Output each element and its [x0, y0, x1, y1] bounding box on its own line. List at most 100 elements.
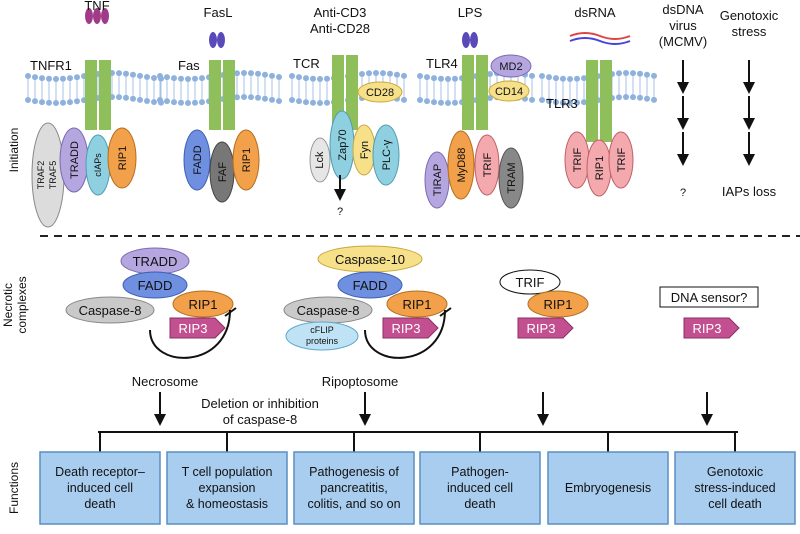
- myd88-label: MyD88: [456, 148, 468, 183]
- tlr4-label: TLR4: [426, 56, 458, 71]
- trif-label-tlr3-a: TRIF: [572, 148, 584, 173]
- dna-sensor-rip3: RIP3: [693, 321, 722, 336]
- function-box-text: Genotoxic: [707, 465, 763, 479]
- dsdna-question: ?: [680, 187, 686, 199]
- dsrna-label: dsRNA: [574, 5, 616, 20]
- fasl-column: FasL Fas FADD FAF RIP1: [178, 5, 260, 203]
- ripoptosome-label: Ripoptosome: [322, 374, 399, 389]
- trif-complex-rip3: RIP3: [527, 321, 556, 336]
- tram-label: TRAM: [506, 162, 518, 193]
- necrosome-tradd: TRADD: [133, 254, 178, 269]
- necrosome-complex: TRADD FADD Caspase-8 RIP1 RIP3 Necrosome: [65, 247, 237, 389]
- function-box-text: T cell population: [182, 465, 273, 479]
- cd28-label: CD28: [366, 87, 394, 99]
- function-boxes: Death receptor– induced cell death T cell p…: [39, 451, 796, 525]
- function-box-text: Pathogen-: [451, 465, 509, 479]
- function-box: T cell population expansion & homeostasis: [166, 451, 288, 525]
- fas-receptor: [209, 60, 221, 130]
- ripoptosome-caspase8: Caspase-8: [297, 303, 360, 318]
- dsdna-label-1: dsDNA: [662, 2, 704, 17]
- tcr-question: ?: [337, 206, 343, 218]
- anticd3-label: Anti-CD3: [314, 5, 367, 20]
- genotoxic-label-2: stress: [732, 24, 767, 39]
- lck-label: Lck: [314, 151, 326, 169]
- function-box-text: death: [464, 497, 495, 511]
- function-box-text: Death receptor–: [55, 465, 145, 479]
- tnfr1-label: TNFR1: [30, 58, 72, 73]
- function-box-bg: [419, 451, 541, 525]
- dsdna-label-2: virus: [669, 18, 697, 33]
- trif-label-tlr3-b: TRIF: [616, 148, 628, 173]
- traf2-label: TRAF2: [36, 161, 46, 190]
- zap70-label: Zap70: [337, 129, 349, 160]
- section-initiation-label: Initiation: [7, 128, 21, 173]
- tlr3-label: TLR3: [546, 96, 578, 111]
- tcr-column: Anti-CD3 Anti-CD28 TCR CD28 Lck Zap70 Fy…: [293, 5, 403, 218]
- ripoptosome-fadd: FADD: [353, 278, 388, 293]
- ciaps-label: cIAPs: [93, 153, 103, 177]
- genotoxic-column: Genotoxic stress IAPs loss: [720, 8, 779, 199]
- lps-column: LPS TLR4 MD2 CD14 TIRAP MyD88 TRIF TRAM: [424, 5, 532, 209]
- function-box-text: death: [84, 497, 115, 511]
- tlr3-receptor: [586, 60, 598, 142]
- ripoptosome-rip3: RIP3: [392, 321, 421, 336]
- function-box-text: pancreatitis,: [320, 481, 387, 495]
- faf-label: FAF: [217, 162, 229, 182]
- anticd28-label: Anti-CD28: [310, 21, 370, 36]
- necrosome-rip1: RIP1: [189, 297, 218, 312]
- necrosome-caspase8: Caspase-8: [79, 303, 142, 318]
- function-box-text: Embryogenesis: [565, 481, 651, 495]
- traf5-label: TRAF5: [48, 161, 58, 190]
- rip1-label-fas: RIP1: [241, 148, 253, 172]
- md2-label: MD2: [499, 61, 522, 73]
- rip1-label-tnf: RIP1: [117, 146, 129, 170]
- deletion-label-2: of caspase-8: [223, 412, 297, 427]
- function-box-text: expansion: [199, 481, 256, 495]
- function-box-bg: [674, 451, 796, 525]
- function-box-bg: [547, 451, 669, 525]
- function-box-bg: [293, 451, 415, 525]
- section-functions-label: Functions: [7, 462, 21, 514]
- tnfr1-receptor: [85, 60, 97, 130]
- necrosome-label: Necrosome: [132, 374, 198, 389]
- tcr-label: TCR: [293, 56, 320, 71]
- trif-complex-rip1: RIP1: [544, 297, 573, 312]
- tirap-label: TIRAP: [432, 164, 444, 196]
- iaps-loss-label: IAPs loss: [722, 184, 777, 199]
- necrosome-rip3: RIP3: [179, 321, 208, 336]
- function-box-bg: [39, 451, 161, 525]
- tnf-label: TNF: [84, 0, 109, 13]
- function-box-bg: [166, 451, 288, 525]
- dsdna-label-3: (MCMV): [659, 34, 707, 49]
- ripoptosome-cflip-1: cFLIP: [310, 325, 334, 335]
- function-box-text: colitis, and so on: [307, 497, 400, 511]
- dsrna-column: dsRNA TLR3 TRIF RIP1 TRIF: [546, 5, 634, 197]
- rip1-label-tlr3: RIP1: [594, 156, 606, 180]
- plcg-label: PLC-γ: [381, 139, 393, 170]
- function-box: Death receptor– induced cell death: [39, 451, 161, 525]
- necrosome-fadd: FADD: [138, 278, 173, 293]
- dna-sensor-label: DNA sensor?: [671, 290, 748, 305]
- ripoptosome-cflip-2: proteins: [306, 336, 339, 346]
- function-box-text: Pathogenesis of: [309, 465, 399, 479]
- dsdna-column: dsDNA virus (MCMV) ?: [659, 2, 707, 199]
- ripoptosome-rip1: RIP1: [403, 297, 432, 312]
- function-box-text: induced cell: [67, 481, 133, 495]
- cd14-label: CD14: [495, 86, 523, 98]
- tradd-label: TRADD: [69, 141, 81, 179]
- trif-label-tlr4: TRIF: [482, 153, 494, 178]
- fadd-label-fas: FADD: [192, 145, 204, 174]
- function-box: Pathogenesis of pancreatitis, colitis, and…: [293, 451, 415, 525]
- function-box-text: & homeostasis: [186, 497, 268, 511]
- function-box-text: cell death: [708, 497, 762, 511]
- section-necrotic-label-1: Necrotic: [1, 283, 15, 327]
- fasl-label: FasL: [204, 5, 233, 20]
- function-box-text: stress-induced: [694, 481, 775, 495]
- ripoptosome-caspase10: Caspase-10: [335, 252, 405, 267]
- trif-complex: TRIF RIP1 RIP3: [499, 269, 589, 339]
- dna-sensor-complex: DNA sensor? RIP3: [659, 286, 759, 339]
- tnf-column: TNF TNFR1 TRAF2 TRAF5 TRADD cIAPs RIP1: [30, 0, 137, 228]
